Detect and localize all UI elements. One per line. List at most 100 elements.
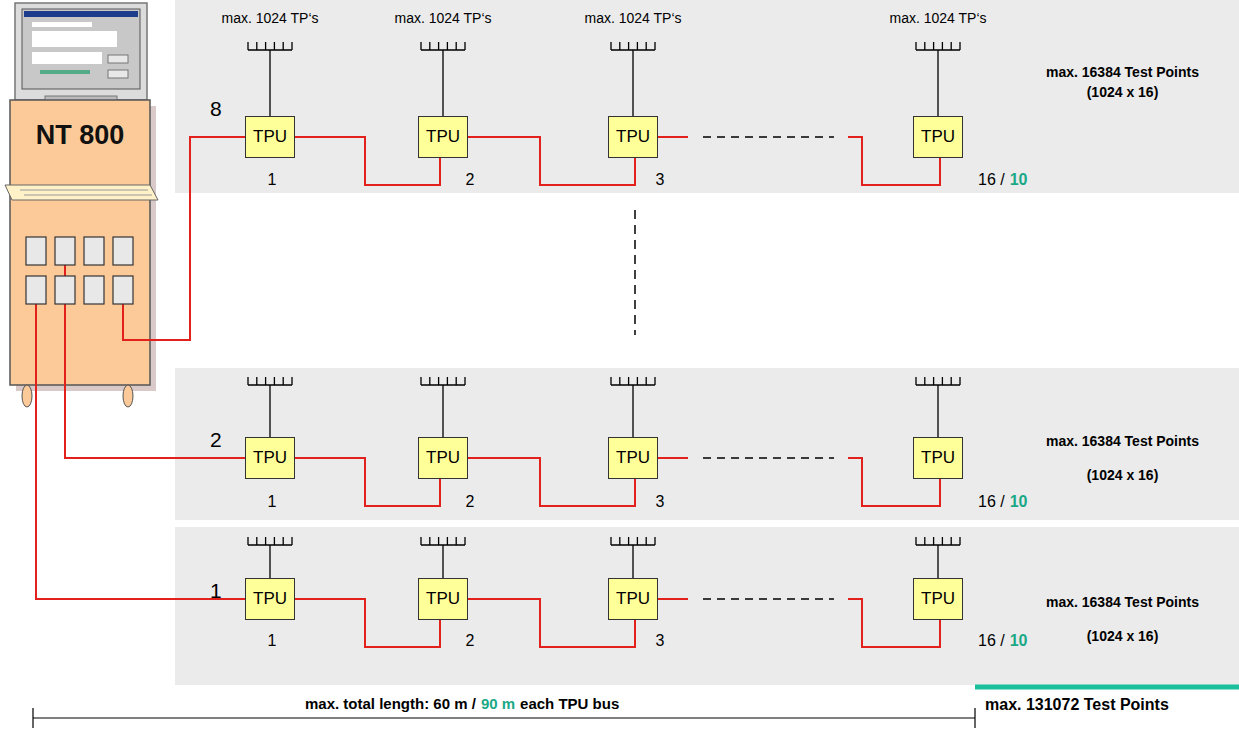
port: [113, 237, 133, 265]
test-point-comb: [611, 377, 655, 437]
wheel: [22, 385, 32, 407]
port: [84, 276, 104, 304]
unit-number: 1: [268, 493, 277, 511]
tpu-box: TPU: [418, 116, 468, 158]
band-ground: [175, 368, 1239, 520]
capacity-label: max. 1024 TP‘s: [221, 10, 318, 26]
test-point-comb: [421, 377, 465, 437]
bus-band: 1 max. 16384 Test Points (1024 x 16) TPU TP…: [175, 527, 1239, 685]
monitor-screen: [22, 9, 140, 89]
cable-segment: [65, 385, 245, 458]
unit-name: TPU: [616, 448, 650, 468]
keyboard-keys: [20, 190, 152, 195]
tpu-box: TPU: [245, 116, 295, 158]
tpu-box: TPU: [245, 437, 295, 479]
screen-button: [108, 70, 128, 78]
bus-cable: [658, 137, 940, 185]
port: [55, 276, 75, 304]
unit-number: 16 /: [978, 171, 1005, 189]
band-ground: [175, 0, 1239, 193]
bands: [175, 0, 1239, 685]
screen-field: [40, 70, 90, 74]
tpu-box: TPU: [913, 116, 963, 158]
test-point-comb: [611, 42, 655, 116]
dimension-label: 90 m: [481, 695, 515, 712]
cable-segment: [36, 385, 245, 599]
total-bar: [975, 685, 1239, 690]
unit-number: 10: [1010, 171, 1028, 189]
keyboard-tray: [5, 185, 158, 200]
bus-number: 8: [210, 97, 222, 121]
unit-number: 16 /: [978, 493, 1005, 511]
capacity-note: max. 16384 Test Points (1024 x 16): [1030, 585, 1215, 653]
unit-number: 1: [268, 632, 277, 650]
continuation-dash: [703, 598, 834, 600]
unit-number: 10: [1010, 493, 1028, 511]
cabinet-body: [10, 100, 150, 385]
test-point-comb: [916, 377, 960, 437]
unit-name: TPU: [921, 448, 955, 468]
port: [113, 276, 133, 304]
tpu-box: TPU: [608, 437, 658, 479]
unit-number: 3: [656, 493, 665, 511]
cable-segment: [658, 136, 688, 138]
bus-number: 1: [210, 579, 222, 603]
capacity-note: max. 16384 Test Points (1024 x 16): [1030, 424, 1215, 492]
unit-number: 3: [656, 632, 665, 650]
cable-segment: [658, 457, 688, 459]
port: [84, 237, 104, 265]
test-point-comb: [421, 42, 465, 116]
screen-button: [108, 55, 128, 63]
test-point-combs: [248, 42, 960, 578]
device-name: NT 800: [10, 120, 150, 151]
port: [26, 276, 46, 304]
unit-number: 1: [268, 171, 277, 189]
bus-band: 8max. 16384 Test Points (1024 x 16)TPUTP…: [175, 0, 1239, 193]
unit-name: TPU: [616, 589, 650, 609]
cable-segment: [658, 598, 688, 600]
test-point-comb: [248, 42, 292, 116]
bus-number: 2: [210, 428, 222, 452]
continuation-line: [634, 210, 636, 335]
test-point-comb: [611, 537, 655, 578]
test-point-comb: [916, 537, 960, 578]
unit-name: TPU: [253, 127, 287, 147]
bus-cable: [658, 599, 940, 647]
continuation-dash: [703, 136, 834, 138]
tpu-box: TPU: [245, 578, 295, 620]
tpu-box: TPU: [913, 437, 963, 479]
unit-number: 2: [466, 632, 475, 650]
wheel: [123, 385, 133, 407]
monitor: [15, 3, 147, 101]
port: [26, 237, 46, 265]
unit-number: 2: [466, 493, 475, 511]
capacity-label: max. 1024 TP‘s: [889, 10, 986, 26]
unit-name: TPU: [426, 127, 460, 147]
capacity-label: max. 1024 TP‘s: [584, 10, 681, 26]
ports: [26, 237, 133, 304]
monitor-frame: [15, 3, 147, 100]
unit-number: 10: [1010, 632, 1028, 650]
test-point-comb: [916, 42, 960, 116]
unit-number: 16 /: [978, 632, 1005, 650]
port: [55, 237, 75, 265]
bus-cable: [65, 385, 245, 458]
cabinet: [5, 100, 158, 407]
test-point-comb: [248, 537, 292, 578]
unit-name: TPU: [426, 448, 460, 468]
screen-field: [32, 52, 102, 64]
test-point-comb: [421, 537, 465, 578]
unit-name: TPU: [426, 589, 460, 609]
cable-segment: [150, 137, 245, 340]
tpu-box: TPU: [418, 437, 468, 479]
unit-name: TPU: [921, 127, 955, 147]
bus-cable: [36, 385, 245, 599]
band-ground: [175, 527, 1239, 685]
capacity-label: max. 1024 TP‘s: [394, 10, 491, 26]
tpu-box: TPU: [608, 578, 658, 620]
unit-number: 3: [656, 171, 665, 189]
tpu-box: TPU: [418, 578, 468, 620]
